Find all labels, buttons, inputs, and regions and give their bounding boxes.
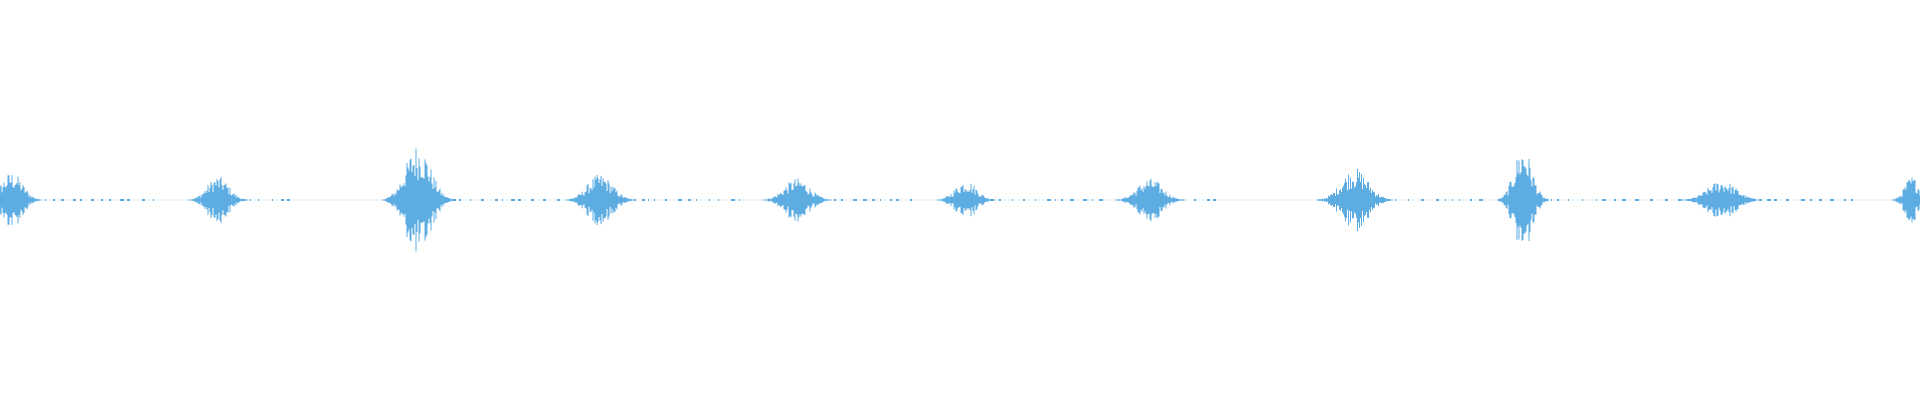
waveform-burst-11 [1891,177,1920,223]
waveform-burst-2 [187,177,249,223]
waveform-burst-1 [0,175,43,225]
waveform-burst-8 [1317,169,1393,231]
noise-run-1 [45,199,154,201]
waveform-bursts [0,148,1920,252]
waveform-noise-dots [45,199,1853,201]
waveform-burst-5 [761,178,833,222]
noise-run-8 [1370,199,1483,201]
noise-run-7 [1170,199,1216,201]
waveform-burst-7 [1114,178,1186,222]
noise-run-9 [1540,199,1682,201]
waveform-burst-10 [1681,183,1763,217]
waveform-burst-4 [564,174,636,226]
noise-run-2 [235,199,290,201]
noise-run-5 [820,199,912,201]
waveform-burst-9 [1497,158,1549,242]
noise-run-4 [620,199,740,201]
noise-run-6 [990,199,1103,201]
waveform-burst-6 [935,183,997,217]
noise-run-10 [1745,199,1853,201]
waveform-burst-3 [382,148,454,252]
noise-run-3 [440,199,560,201]
